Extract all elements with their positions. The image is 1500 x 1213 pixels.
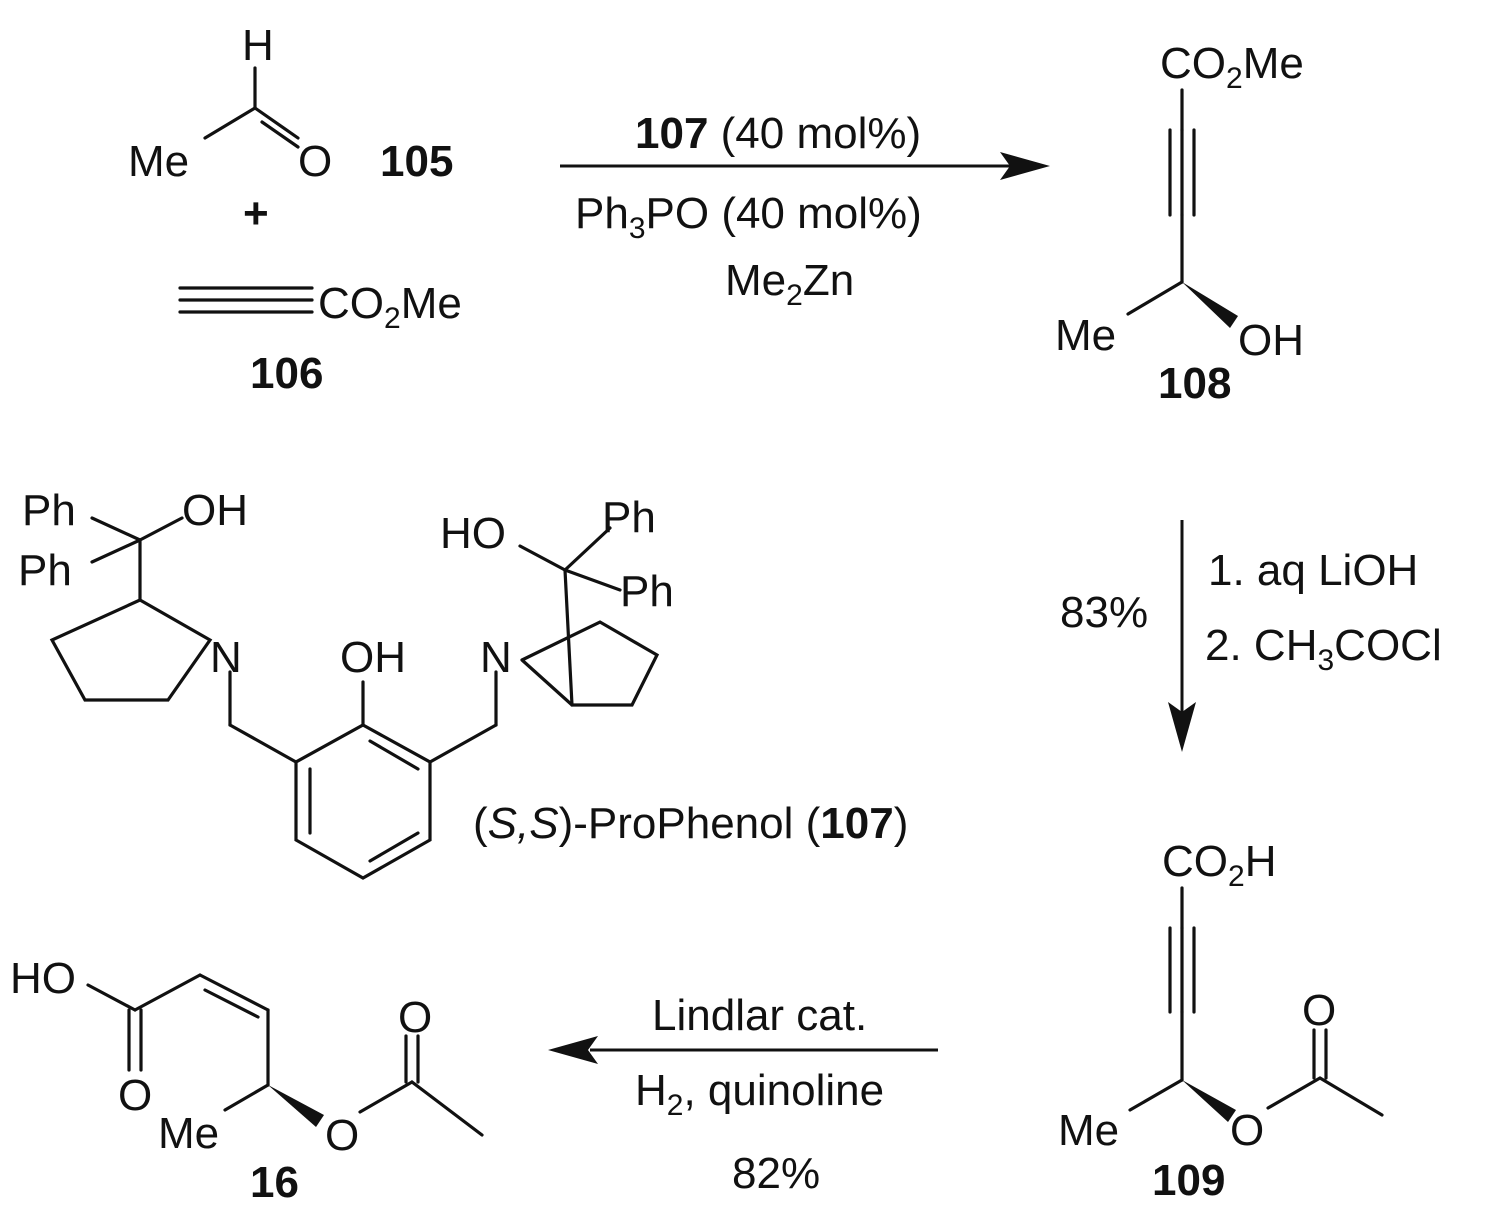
bond-ph3 xyxy=(563,526,612,572)
step2-yield: 83% xyxy=(1060,588,1148,637)
reaction-step-1: 107 (40 mol%) Ph3PO (40 mol%) Me2Zn xyxy=(560,109,1050,312)
bond-stereocenter-me xyxy=(223,1083,270,1112)
compound-108: CO2Me Me OH 108 xyxy=(1055,39,1304,408)
compound-label-106: 106 xyxy=(250,349,323,398)
arrow-head-3 xyxy=(548,1036,598,1064)
bond-oh1 xyxy=(138,516,184,542)
bond-o-acyl xyxy=(1266,1076,1322,1110)
step3-yield: 82% xyxy=(732,1149,820,1198)
step3-reagent-1: Lindlar cat. xyxy=(652,991,867,1040)
atom-o-carbonyl: O xyxy=(398,993,432,1042)
step1-reagent-3: Me2Zn xyxy=(725,256,854,312)
label-n-2: N xyxy=(480,633,512,682)
reaction-step-2: 83% 1. aq LiOH 2. CH3COCl xyxy=(1060,520,1442,752)
bond-c-me xyxy=(203,106,257,140)
atom-me: Me xyxy=(128,137,189,186)
wedge-bond-o xyxy=(1182,1080,1236,1122)
step2-reagent-1: 1. aq LiOH xyxy=(1208,546,1418,595)
compound-107: Ph OH Ph N OH N HO Ph Ph (S,S)-ProPhenol… xyxy=(18,486,908,880)
bond-ring-carbinol xyxy=(563,568,574,707)
group-co2h: CO2H xyxy=(1162,837,1276,893)
bond-acyl-methyl xyxy=(410,1080,484,1137)
right-pyrrolidine-ring xyxy=(520,620,660,707)
bond-c-o-double xyxy=(260,120,300,149)
label-ho-2: HO xyxy=(440,509,506,558)
atom-o-acid: O xyxy=(118,1071,152,1120)
atom-o: O xyxy=(298,137,332,186)
bond-acid-alkene xyxy=(133,973,202,1012)
label-ph-3: Ph xyxy=(602,493,656,542)
compound-105: H Me O 105 xyxy=(128,21,453,186)
compound-label-105: 105 xyxy=(380,137,453,186)
atom-o-ester: O xyxy=(325,1111,359,1160)
bond-ph1 xyxy=(90,516,142,542)
compound-label-108: 108 xyxy=(1158,359,1231,408)
compound-106: CO2Me 106 xyxy=(178,279,462,398)
left-pyrrolidine-ring xyxy=(49,598,213,702)
bond-c-o xyxy=(253,106,300,140)
wedge-bond-o xyxy=(268,1085,324,1127)
step2-reagent-2: 2. CH3COCl xyxy=(1205,621,1442,677)
compound-label-16: 16 xyxy=(250,1158,299,1207)
step1-reagent-2: Ph3PO (40 mol%) xyxy=(575,189,922,245)
label-ph-2: Ph xyxy=(18,546,72,595)
label-oh-1: OH xyxy=(182,486,248,535)
atom-o-carbonyl: O xyxy=(1302,986,1336,1035)
bond-oh2 xyxy=(518,544,567,572)
bond-o-acyl xyxy=(358,1080,414,1114)
atom-me: Me xyxy=(1058,1106,1119,1155)
step1-reagent-1: 107 (40 mol%) xyxy=(635,109,921,158)
label-ph-1: Ph xyxy=(22,486,76,535)
compound-label-109: 109 xyxy=(1152,1156,1225,1205)
benzene-double-1 xyxy=(368,739,420,771)
bond-stereocenter-me xyxy=(1126,280,1184,316)
step3-reagent-2: H2, quinoline xyxy=(635,1066,884,1122)
group-co2me: CO2Me xyxy=(1160,39,1304,95)
compound-16: HO O Me O O 16 xyxy=(10,954,484,1207)
bond-alkene-double xyxy=(203,988,260,1019)
bond-ph4 xyxy=(563,568,622,592)
benzene-ring xyxy=(294,723,432,880)
bond-stereocenter-me xyxy=(1128,1078,1184,1112)
label-ph-4: Ph xyxy=(620,567,674,616)
atom-me: Me xyxy=(158,1109,219,1158)
atom-h: H xyxy=(242,21,274,70)
bond-ch2-arene-left xyxy=(228,723,298,764)
bond-alkene xyxy=(198,973,270,1012)
arrow-head-2 xyxy=(1168,702,1196,752)
compound-name-107: (S,S)-ProPhenol (107) xyxy=(473,799,908,848)
atom-me: Me xyxy=(1055,311,1116,360)
wedge-bond-oh xyxy=(1182,282,1238,328)
atom-oh: OH xyxy=(1238,316,1304,365)
bond-ho-c xyxy=(86,983,137,1012)
atom-ho: HO xyxy=(10,954,76,1003)
group-co2me: CO2Me xyxy=(318,279,462,335)
atom-o-ester: O xyxy=(1230,1106,1264,1155)
bond-ph2 xyxy=(90,538,142,564)
bond-acyl-methyl xyxy=(1318,1076,1384,1117)
arrow-head-1 xyxy=(1000,152,1050,180)
reaction-step-3: Lindlar cat. H2, quinoline 82% xyxy=(548,991,938,1198)
bond-ch2-arene-right xyxy=(428,723,498,764)
label-n-1: N xyxy=(210,633,242,682)
benzene-double-2 xyxy=(368,831,420,863)
label-oh-phenol: OH xyxy=(340,633,406,682)
plus-sign: + xyxy=(243,189,269,238)
compound-109: CO2H Me O O 109 xyxy=(1058,837,1384,1205)
